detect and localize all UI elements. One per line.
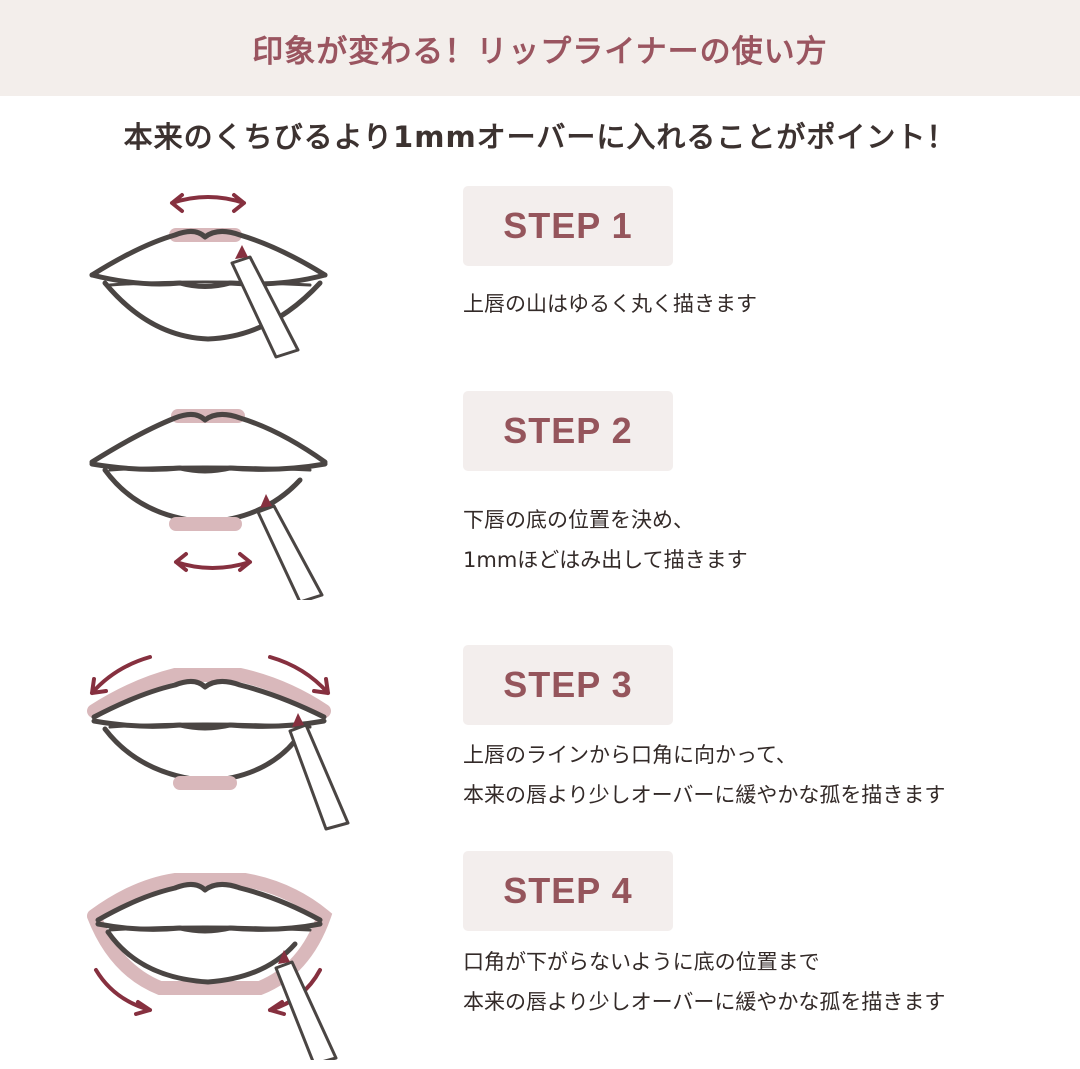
step-3-line-1: 上唇のラインから口角に向かって、 [463, 743, 797, 767]
step-2-line-2: 1mmほどはみ出して描きます [463, 548, 748, 572]
step-3-illustration [87, 655, 350, 831]
horizontal-arrow-icon [170, 193, 246, 213]
page-title: 印象が変わる！リップライナーの使い方 [252, 33, 828, 70]
right-curved-arrow-icon [268, 655, 330, 695]
step-1-description: 上唇の山はゆるく丸く描きます [463, 284, 1063, 324]
step-1-line-1: 上唇の山はゆるく丸く描きます [463, 292, 757, 316]
step-4-description: 口角が下がらないように底の位置まで 本来の唇より少しオーバーに緩やかな孤を描きま… [463, 942, 1063, 1022]
step-2-line-1: 下唇の底の位置を決め、 [463, 508, 694, 532]
lip-pencil-icon [256, 504, 324, 600]
step-2-illustration [89, 409, 328, 600]
step-4-line-2: 本来の唇より少しオーバーに緩やかな孤を描きます [463, 990, 946, 1014]
lip-pencil-icon [288, 723, 350, 831]
step-4-badge: STEP 4 [463, 851, 673, 931]
step-3-description: 上唇のラインから口角に向かって、 本来の唇より少しオーバーに緩やかな孤を描きます [463, 735, 1063, 815]
step-2-description: 下唇の底の位置を決め、 1mmほどはみ出して描きます [463, 500, 1063, 580]
subtitle: 本来のくちびるより1mmオーバーに入れることがポイント！ [123, 120, 957, 154]
step-1-illustration [89, 193, 328, 359]
lip-pencil-icon [274, 960, 338, 1060]
step-3-line-2: 本来の唇より少しオーバーに緩やかな孤を描きます [463, 783, 946, 807]
horizontal-arrow-icon [174, 552, 252, 572]
header-banner: 印象が変わる！リップライナーの使い方 [0, 0, 1080, 96]
left-down-arrow-icon [94, 968, 152, 1016]
left-curved-arrow-icon [90, 655, 152, 695]
lip-pencil-icon [230, 255, 300, 359]
step-4-line-1: 口角が下がらないように底の位置まで [463, 950, 820, 974]
step-4-illustration [87, 873, 338, 1060]
step-2-badge: STEP 2 [463, 391, 673, 471]
step-3-badge: STEP 3 [463, 645, 673, 725]
step-1-badge: STEP 1 [463, 186, 673, 266]
